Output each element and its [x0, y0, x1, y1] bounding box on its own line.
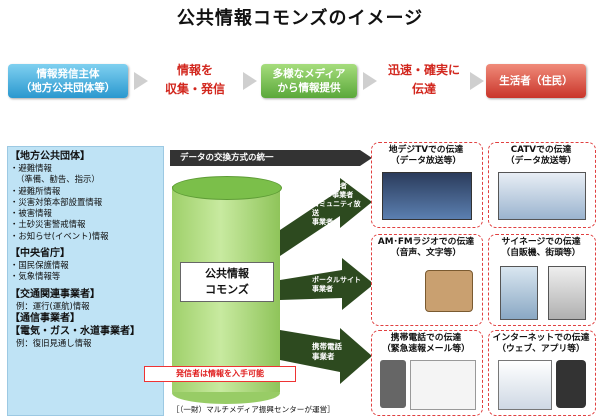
phone-image: [380, 360, 406, 408]
arrow-portal: [280, 258, 374, 310]
media-title-catv: CATVでの伝達 （データ放送等）: [489, 145, 593, 167]
commons-label-line1: 公共情報: [205, 267, 249, 280]
list-item: ・国民保護情報: [10, 260, 69, 271]
street-signage-image: [548, 266, 586, 320]
flow-box-media-line2: から情報提供: [277, 82, 341, 94]
commons-label-line2: コモンズ: [205, 283, 249, 296]
arrow-portal-label-line2: 事業者: [312, 285, 333, 293]
group-heading-telecom: 【通信事業者】: [10, 312, 80, 324]
arrow-broadcast-label-line3: コミュニティ放送: [312, 200, 361, 217]
flow-text-deliver-line1: 迅速・確実に: [387, 63, 460, 77]
flow-box-residents: 生活者（住民）: [486, 64, 586, 98]
flow-box-media-line1: 多様なメディア: [272, 68, 346, 80]
data-exchange-banner: データの交換方式の統一: [170, 150, 372, 166]
smartphone-image: [556, 360, 586, 408]
catv-screen-image: [498, 172, 586, 220]
tv-screen-image: [382, 172, 472, 220]
media-title-internet: インターネットでの伝達 （ウェブ、アプリ等）: [489, 333, 593, 355]
list-item: 例：復旧見通し情報: [16, 337, 92, 348]
distribution-arrows: [280, 178, 374, 384]
group-heading-utilities: 【電気・ガス・水道事業者】: [10, 325, 140, 337]
list-item: ・避難所情報: [10, 185, 61, 196]
info-sources-panel: [7, 146, 164, 416]
flow-text-deliver-line2: 伝達: [411, 82, 436, 96]
media-title-internet-line2: （ウェブ、アプリ等）: [497, 344, 585, 354]
list-item: ・避難情報: [10, 163, 52, 173]
flow-box-sender-line2: （地方公共団体等）: [20, 82, 116, 94]
vending-machine-image: [500, 266, 538, 320]
arrow-broadcast-label: 放送事業者 CATV事業者 コミュニティ放送 事業者: [312, 182, 362, 227]
flow-arrow-2: [243, 72, 257, 90]
media-title-digital-tv-line1: 地デジTVでの伝達: [388, 145, 464, 155]
arrow-broadcast-label-line4: 事業者: [312, 218, 333, 226]
media-title-catv-line1: CATVでの伝達: [510, 145, 572, 155]
flow-arrow-1: [134, 72, 148, 90]
web-page-image: [498, 360, 552, 410]
arrow-broadcast-label-line2: CATV事業者: [312, 191, 354, 199]
flow-box-sender-line1: 情報発信主体: [36, 68, 100, 80]
flow-text-collect-line2: 収集・発信: [164, 82, 225, 96]
media-title-radio: AM･FMラジオでの伝達 （音声、文字等）: [372, 237, 480, 259]
sender-access-note: 発信者は情報を入手可能: [144, 366, 296, 382]
media-title-mobile-line1: 携帯電話での伝達: [390, 333, 462, 343]
list-item: 例：運行(運航)情報: [16, 300, 90, 311]
media-title-catv-line2: （データ放送等）: [505, 156, 577, 166]
flow-box-residents-label: 生活者（住民）: [499, 75, 573, 87]
flow-box-media: 多様なメディア から情報提供: [261, 64, 357, 98]
flow-box-sender: 情報発信主体 （地方公共団体等）: [8, 64, 128, 98]
media-title-digital-tv: 地デジTVでの伝達 （データ放送等）: [372, 145, 480, 167]
list-item: （準備、勧告、指示）: [16, 174, 100, 185]
page-title: 公共情報コモンズのイメージ: [176, 8, 424, 29]
flow-text-collect-line1: 情報を: [176, 63, 213, 77]
cylinder-top: [172, 176, 282, 200]
radio-image: [425, 270, 473, 312]
group-heading-ministries: 【中央省庁】: [10, 248, 70, 260]
arrow-mobile-label-line1: 携帯電話: [312, 342, 342, 351]
media-title-mobile-line2: （緊急速報メール等）: [382, 344, 470, 354]
commons-label: 公共情報 コモンズ: [180, 262, 274, 302]
arrow-mobile-label: 携帯電話 事業者: [312, 342, 362, 362]
arrow-broadcast-label-line1: 放送事業者: [312, 182, 347, 190]
flow-arrow-4: [470, 72, 484, 90]
media-title-signage-line2: （自販機、街頭等）: [501, 248, 581, 258]
list-item: ・災害対策本部設置情報: [10, 196, 103, 207]
arrow-broadcast: [280, 178, 372, 256]
arrow-portal-label-line1: ポータルサイト: [312, 276, 361, 284]
flow-text-deliver: 迅速・確実に 伝達: [378, 61, 470, 99]
media-title-mobile: 携帯電話での伝達 （緊急速報メール等）: [372, 333, 480, 355]
flow-text-collect: 情報を 収集・発信: [150, 61, 240, 99]
group-heading-transport: 【交通関連事業者】: [10, 288, 100, 300]
media-title-signage: サイネージでの伝達 （自販機、街頭等）: [489, 237, 593, 259]
media-title-digital-tv-line2: （データ放送等）: [390, 156, 462, 166]
operator-footer: ［（一財）マルチメディア振興センターが運営］: [172, 405, 335, 414]
emergency-mail-image: [410, 360, 476, 410]
arrow-portal-label: ポータルサイト 事業者: [312, 276, 367, 294]
arrow-mobile-label-line2: 事業者: [312, 352, 335, 361]
group-heading-local-gov: 【地方公共団体】: [10, 151, 90, 162]
list-item: ・気象情報等: [10, 271, 61, 282]
arrow-mobile: [280, 328, 372, 384]
flow-arrow-3: [363, 72, 377, 90]
list-item: ・被害情報: [10, 208, 52, 219]
list-item: ・お知らせ(イベント)情報: [10, 230, 109, 241]
info-sources-list: 【地方公共団体】 ・避難情報 （準備、勧告、指示） ・避難所情報 ・災害対策本部…: [10, 150, 162, 349]
media-title-signage-line1: サイネージでの伝達: [501, 237, 581, 247]
media-title-radio-line2: （音声、文字等）: [390, 248, 462, 258]
media-title-radio-line1: AM･FMラジオでの伝達: [377, 237, 475, 247]
list-item: ・土砂災害警戒情報: [10, 219, 86, 230]
media-title-internet-line1: インターネットでの伝達: [492, 333, 590, 343]
